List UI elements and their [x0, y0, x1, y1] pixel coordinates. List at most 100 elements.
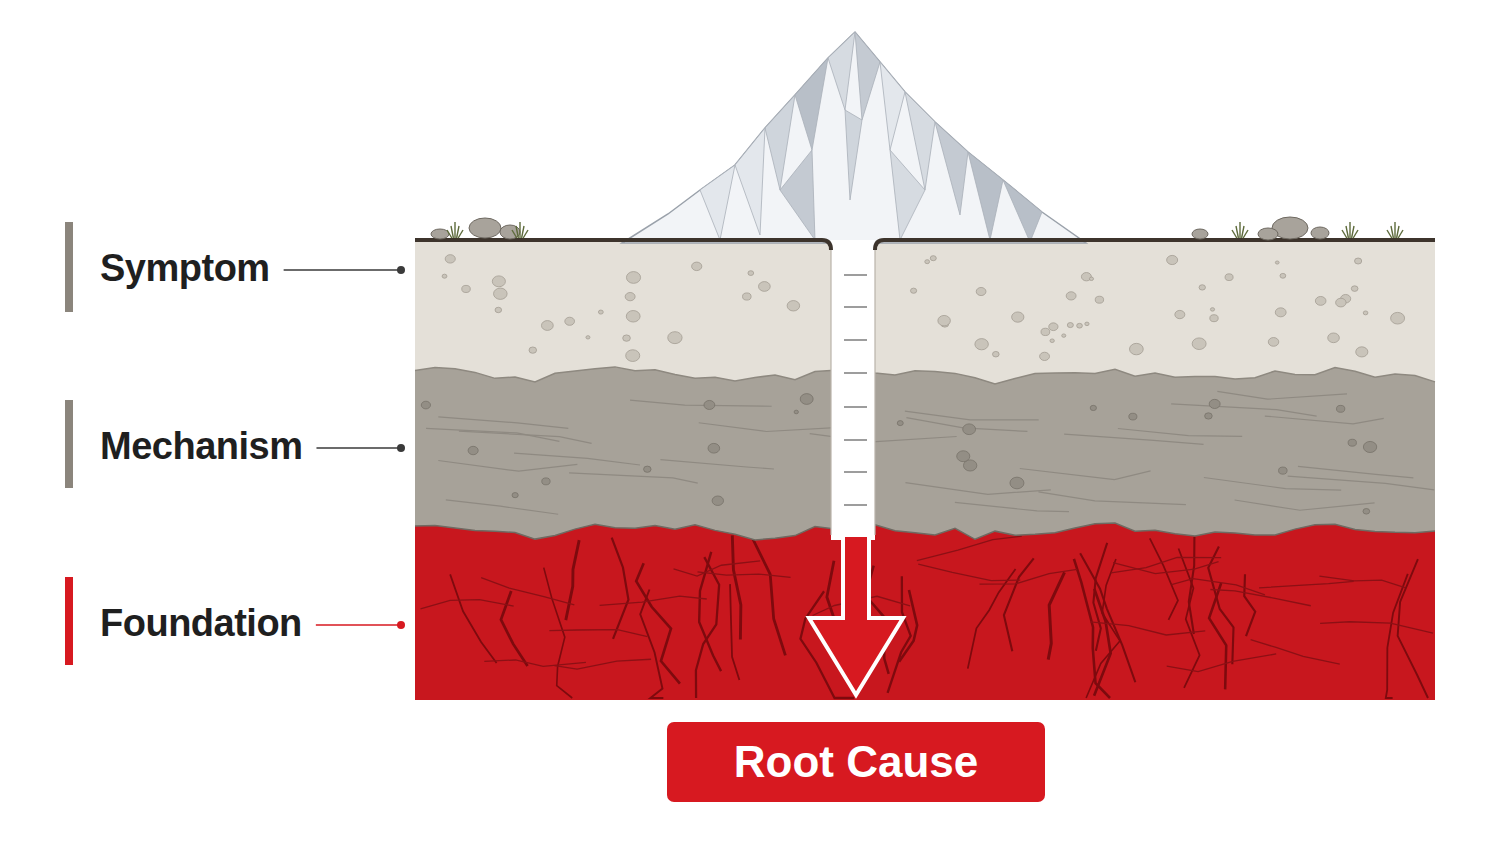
label-bar — [65, 222, 73, 312]
soil-surface — [875, 240, 1435, 250]
pebble — [993, 351, 1000, 357]
pebble — [1205, 413, 1213, 419]
depth-tick — [844, 439, 867, 441]
pebble — [1275, 308, 1286, 317]
pebble — [495, 307, 502, 312]
crack — [730, 584, 739, 680]
mountain-facet — [735, 128, 765, 235]
pebble — [1209, 399, 1220, 408]
pebble — [1355, 258, 1362, 264]
pebble — [930, 256, 936, 261]
pebble — [897, 421, 903, 426]
pebble — [1210, 308, 1214, 311]
crack — [640, 590, 663, 698]
grass-blade — [1353, 230, 1358, 238]
pebble — [925, 260, 930, 264]
mountain-facet — [845, 110, 862, 200]
crack — [1113, 562, 1219, 574]
depth-ticks — [844, 275, 867, 505]
crack — [1244, 574, 1255, 636]
pebble — [1066, 292, 1076, 300]
shaft-wall — [874, 246, 875, 535]
crack — [612, 538, 629, 639]
strata-streaks — [426, 391, 1434, 514]
mountain-facet — [935, 122, 968, 215]
pebble — [668, 332, 682, 344]
pebble — [462, 285, 471, 292]
crack — [1004, 558, 1034, 651]
pebble — [975, 339, 988, 350]
pebble — [1280, 273, 1286, 278]
pebble — [565, 317, 575, 325]
streak — [1020, 468, 1151, 479]
rock — [1258, 228, 1278, 240]
layer-label: Foundation — [100, 599, 302, 647]
leader-line — [284, 269, 400, 271]
depth-tick — [844, 274, 867, 276]
mountain-facet — [780, 150, 815, 240]
depth-tick — [844, 504, 867, 506]
pebble — [1328, 333, 1340, 343]
pebble — [743, 293, 752, 300]
pebble — [759, 282, 771, 292]
pebble — [1363, 311, 1368, 315]
grass-blade — [1346, 226, 1348, 238]
grass-blade — [1342, 230, 1347, 238]
pebble — [1192, 338, 1206, 350]
pebble — [626, 311, 640, 323]
pebble — [626, 272, 640, 284]
pebble — [708, 443, 720, 453]
grass-blade — [447, 230, 452, 238]
pebbles — [421, 255, 1404, 514]
pebble — [938, 315, 951, 325]
layer-label: Symptom — [100, 244, 270, 292]
streak — [1298, 466, 1413, 477]
pebble — [1351, 286, 1358, 292]
grass-blade — [1387, 230, 1392, 238]
streak — [438, 460, 577, 471]
streak — [1265, 416, 1384, 424]
pebble — [1049, 323, 1058, 331]
grass-blade — [1236, 226, 1238, 238]
crack — [554, 659, 651, 669]
mountain-facet — [700, 165, 735, 240]
pebble — [1129, 413, 1137, 420]
pebble — [1315, 296, 1326, 305]
pebble — [1095, 296, 1103, 303]
pebble — [1199, 285, 1205, 290]
grass-blade — [1349, 222, 1350, 238]
rock — [1192, 229, 1208, 239]
leader-line — [316, 447, 400, 449]
foundation-layer — [415, 242, 1435, 700]
rock — [1311, 227, 1329, 239]
streak — [1288, 476, 1435, 490]
crack — [1167, 654, 1276, 672]
rock — [500, 225, 520, 239]
streak — [1064, 434, 1203, 444]
streak — [905, 483, 1050, 495]
crack — [1319, 576, 1405, 587]
crack — [1074, 559, 1110, 698]
mountain-body — [622, 32, 1086, 243]
grass-blade — [1243, 230, 1248, 238]
pebble — [1363, 441, 1376, 452]
pebble — [1175, 310, 1185, 318]
crack — [918, 564, 1020, 580]
grass-blade — [458, 230, 463, 238]
leader-dot — [397, 444, 405, 452]
pebble — [492, 276, 505, 287]
mountain-facet — [828, 32, 855, 110]
streak — [905, 411, 1039, 420]
pebble — [1210, 315, 1218, 322]
mountain-facet — [968, 152, 1003, 240]
pebble — [625, 292, 635, 300]
pebble — [1067, 323, 1073, 328]
pebble — [1012, 312, 1024, 322]
grass-blade — [1391, 226, 1393, 238]
depth-tick — [844, 339, 867, 341]
layer-edge — [415, 523, 1435, 540]
pebble — [1279, 467, 1288, 474]
